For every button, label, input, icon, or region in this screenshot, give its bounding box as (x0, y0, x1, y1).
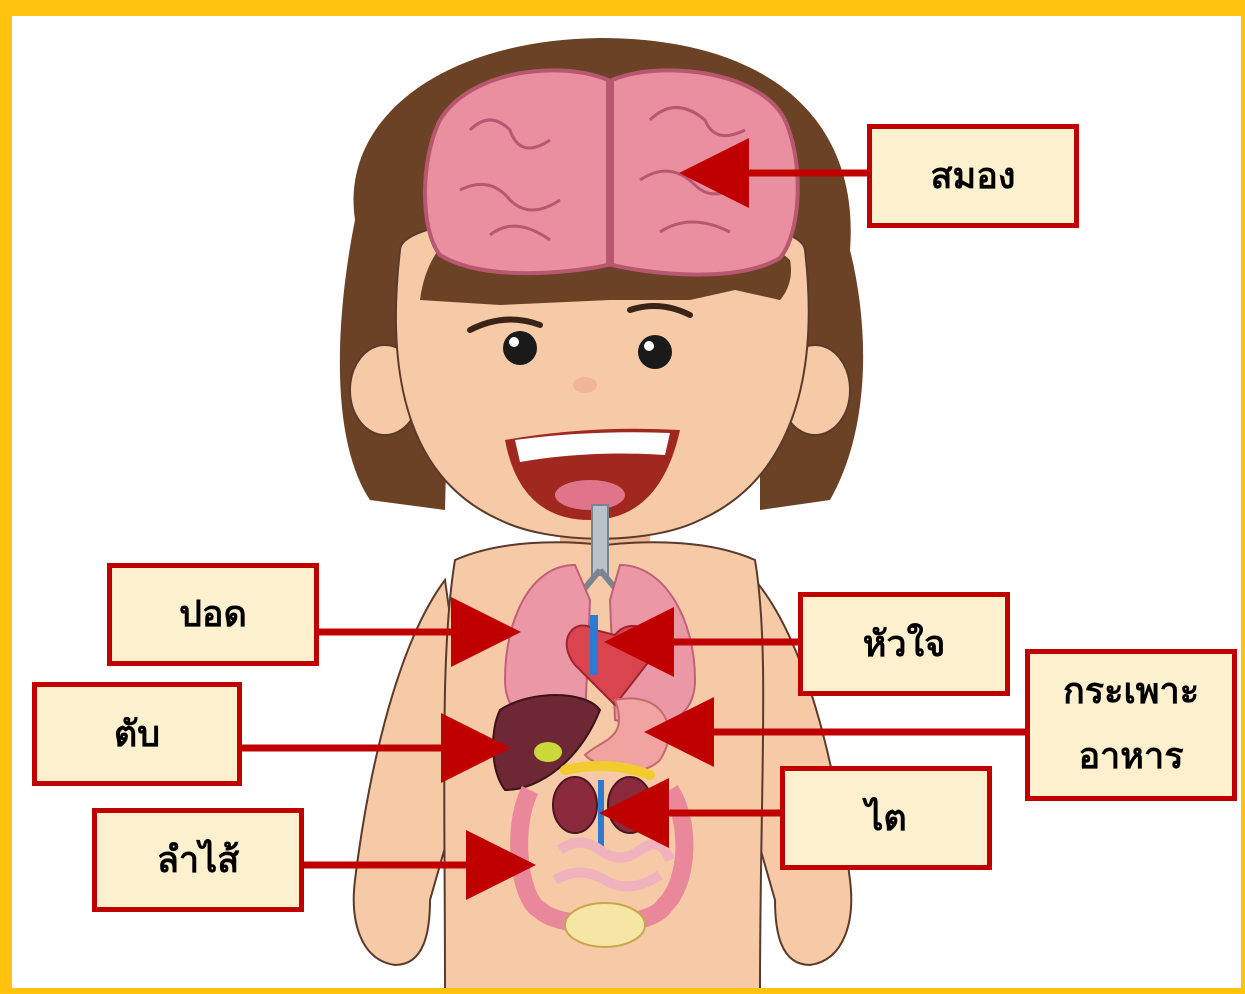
label-stomach-line1: กระเพาะ (1063, 660, 1199, 725)
label-intestines: ลำไส้ (92, 808, 304, 912)
label-heart-text: หัวใจ (863, 613, 946, 676)
label-intestines-text: ลำไส้ (157, 829, 239, 892)
label-heart: หัวใจ (798, 592, 1010, 696)
label-brain-text: สมอง (931, 145, 1016, 208)
label-kidneys-text: ไต (865, 787, 906, 850)
label-stomach: กระเพาะ อาหาร (1025, 649, 1237, 801)
label-liver: ตับ (32, 682, 242, 786)
label-kidneys: ไต (780, 766, 992, 870)
label-stomach-line2: อาหาร (1078, 725, 1183, 790)
kidney-left-shape (553, 777, 597, 833)
label-lungs: ปอด (107, 563, 319, 666)
top-strip (0, 0, 1245, 6)
label-lungs-text: ปอด (179, 583, 247, 646)
label-liver-text: ตับ (114, 703, 160, 766)
label-brain: สมอง (867, 124, 1079, 228)
kidney-right-shape (608, 777, 652, 833)
